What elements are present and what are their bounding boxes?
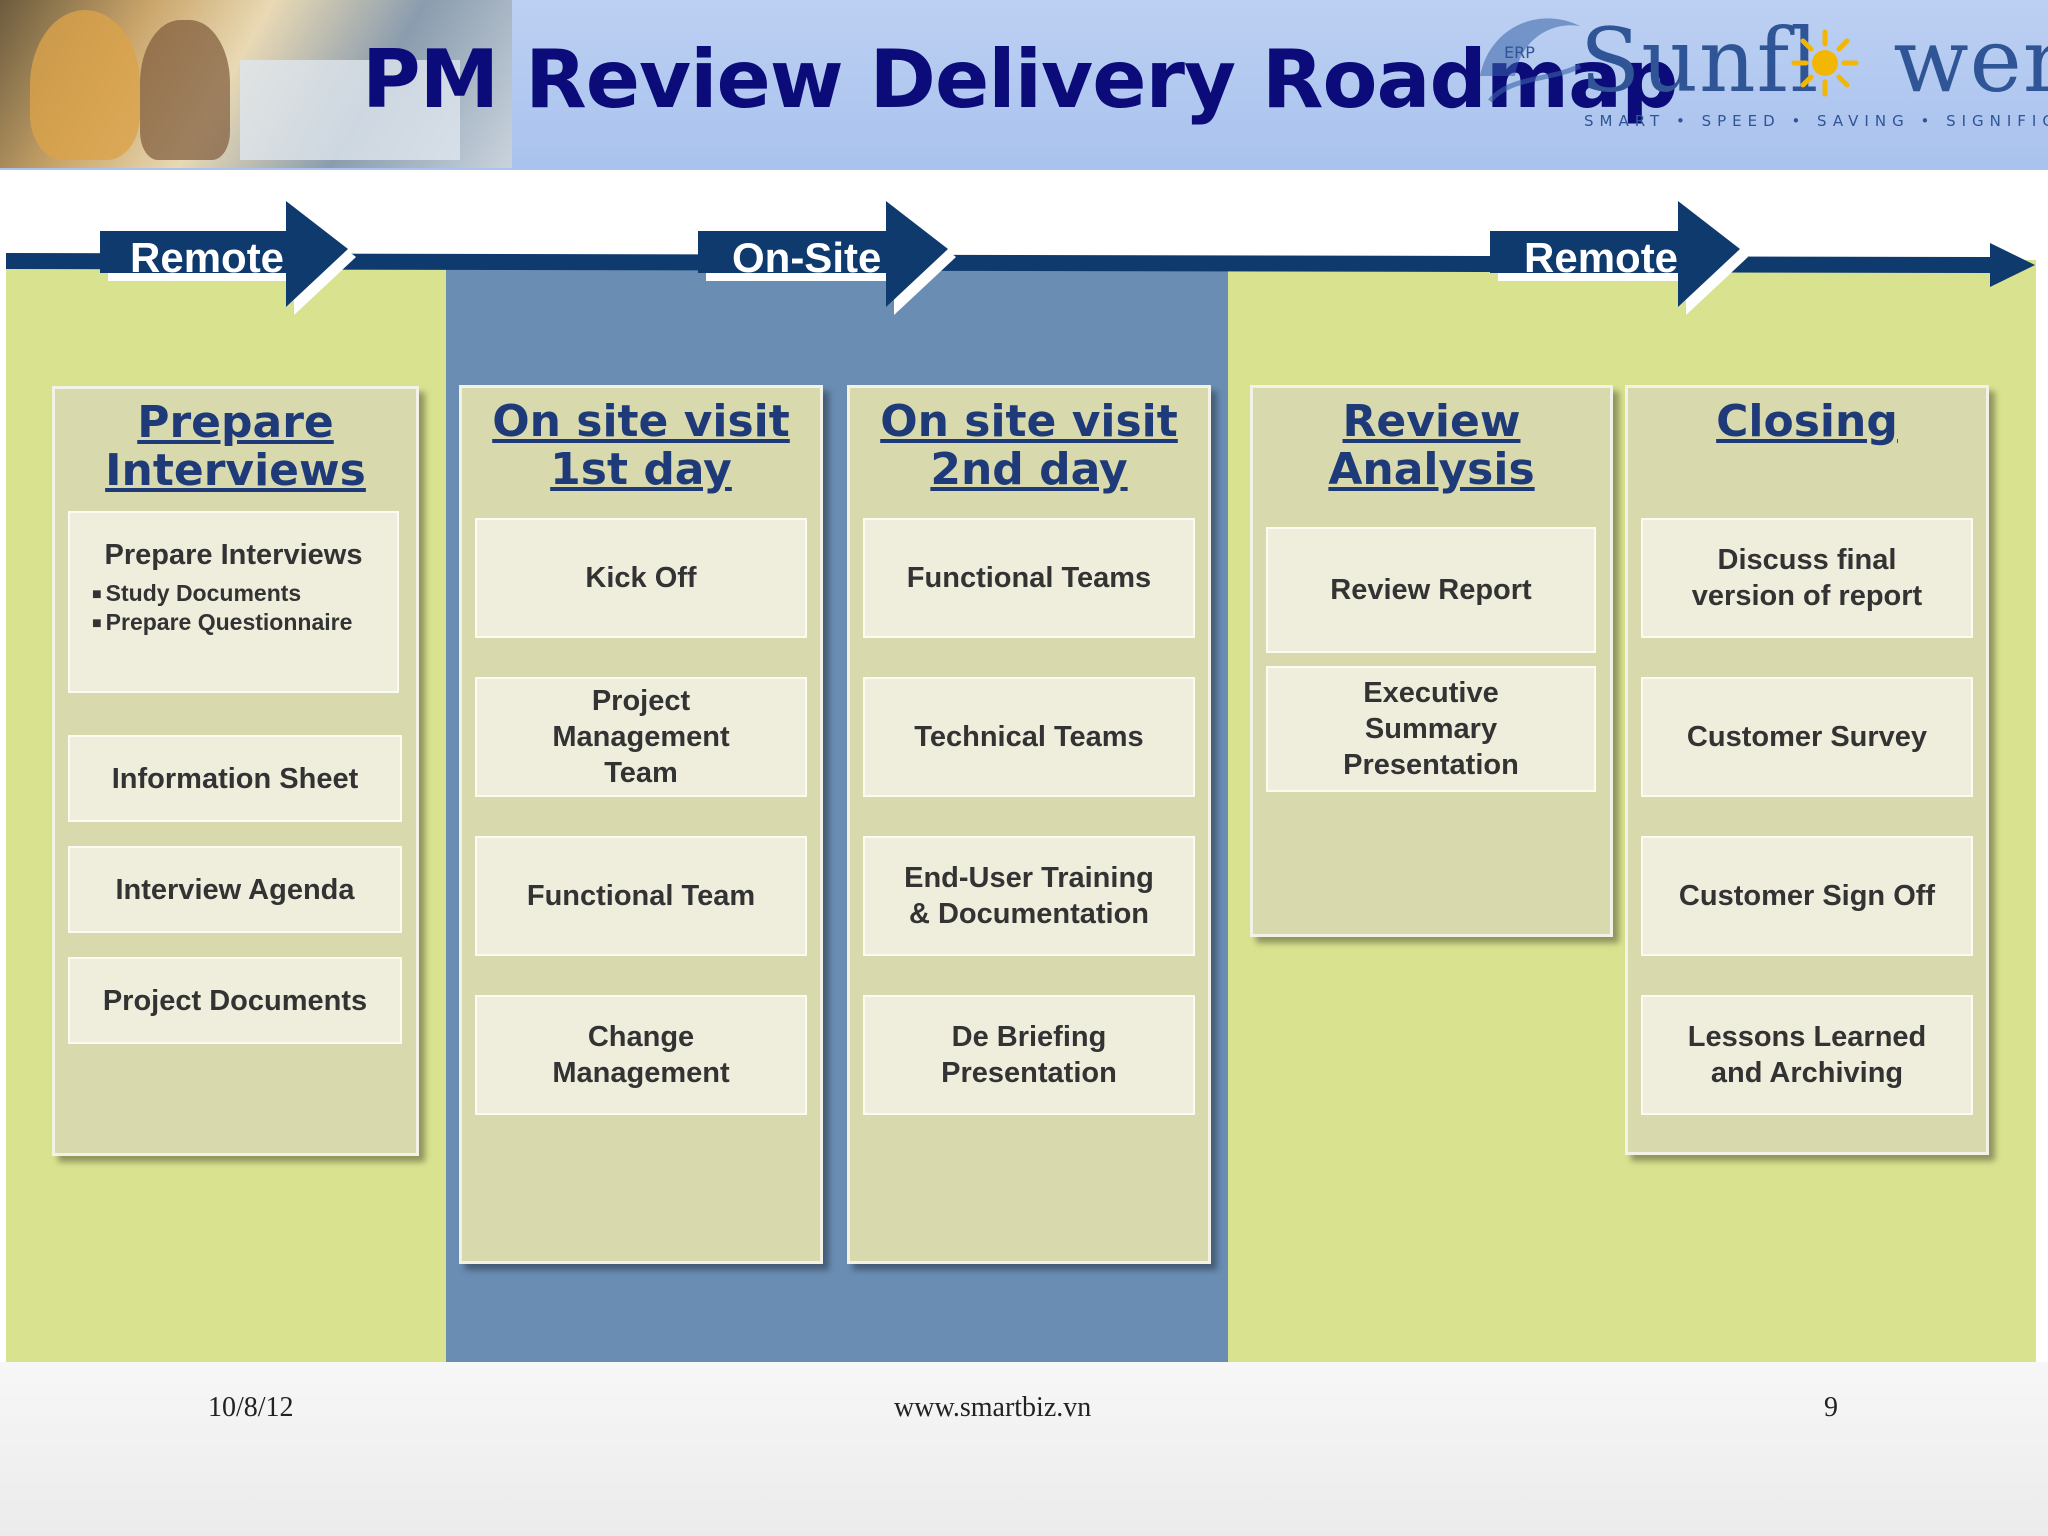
item-review-report: Review Report — [1266, 527, 1596, 653]
item-de-briefing-presentation: De Briefing Presentation — [863, 995, 1195, 1115]
prepare-interviews-box: Prepare Interviews Study Documents Prepa… — [68, 511, 399, 693]
item-technical-teams: Technical Teams — [863, 677, 1195, 797]
item-kick-off: Kick Off — [475, 518, 807, 638]
prep-bullet-questionnaire: Prepare Questionnaire — [92, 608, 353, 638]
sunflower-icon — [1791, 29, 1859, 97]
phase-label-remote-1: Remote — [130, 234, 285, 281]
column-onsite-day1: On site visit 1st day Kick Off Project M… — [459, 385, 823, 1264]
footer-date: 10/8/12 — [208, 1392, 294, 1423]
prep-box-heading: Prepare Interviews — [104, 539, 363, 571]
header-photo — [0, 0, 512, 168]
erp-badge-text: ERP — [1504, 43, 1535, 62]
item-lessons-learned: Lessons Learned and Archiving — [1641, 995, 1973, 1115]
slide-footer — [0, 1362, 2048, 1536]
phase-label-remote-2: Remote — [1524, 234, 1679, 281]
column-title: Prepare Interviews — [105, 397, 366, 496]
column-title: On site visit 2nd day — [880, 396, 1178, 495]
timeline-arrow — [6, 201, 2035, 315]
prep-bullet-study-documents: Study Documents — [92, 579, 302, 609]
item-discuss-final-version: Discuss final version of report — [1641, 518, 1973, 638]
item-change-management: Change Management — [475, 995, 807, 1115]
logo-tagline: SMART • SPEED • SAVING • SIGNIFICANT — [1584, 112, 2048, 130]
item-executive-summary-presentation: Executive Summary Presentation — [1266, 666, 1596, 792]
item-customer-survey: Customer Survey — [1641, 677, 1973, 797]
item-functional-team: Functional Team — [475, 836, 807, 956]
item-functional-teams: Functional Teams — [863, 518, 1195, 638]
phase-marker-remote-1 — [100, 201, 356, 315]
column-closing: Closing Discuss final version of report … — [1625, 385, 1989, 1155]
erp-badge-icon: ERP — [1480, 18, 1582, 103]
slide-title: PM Review Delivery Roadmap — [362, 33, 1678, 126]
footer-url[interactable]: www.smartbiz.vn — [894, 1392, 1092, 1423]
item-information-sheet: Information Sheet — [68, 735, 402, 822]
column-onsite-day2: On site visit 2nd day Functional Teams T… — [847, 385, 1211, 1264]
item-customer-sign-off: Customer Sign Off — [1641, 836, 1973, 956]
item-project-management-team: Project Management Team — [475, 677, 807, 797]
column-title: On site visit 1st day — [492, 396, 790, 495]
column-title: Closing — [1716, 396, 1898, 447]
item-end-user-training: End-User Training & Documentation — [863, 836, 1195, 956]
column-title: Review Analysis — [1328, 396, 1535, 495]
phase-marker-remote-2 — [1490, 201, 1748, 315]
footer-page-number: 9 — [1824, 1392, 1838, 1423]
column-review-analysis: Review Analysis Review Report Executive … — [1250, 385, 1613, 937]
item-project-documents: Project Documents — [68, 957, 402, 1044]
phase-marker-onsite — [698, 201, 956, 315]
column-prepare-interviews: Prepare Interviews Prepare Interviews St… — [52, 386, 419, 1156]
item-interview-agenda: Interview Agenda — [68, 846, 402, 933]
phase-label-onsite: On-Site — [732, 234, 882, 281]
